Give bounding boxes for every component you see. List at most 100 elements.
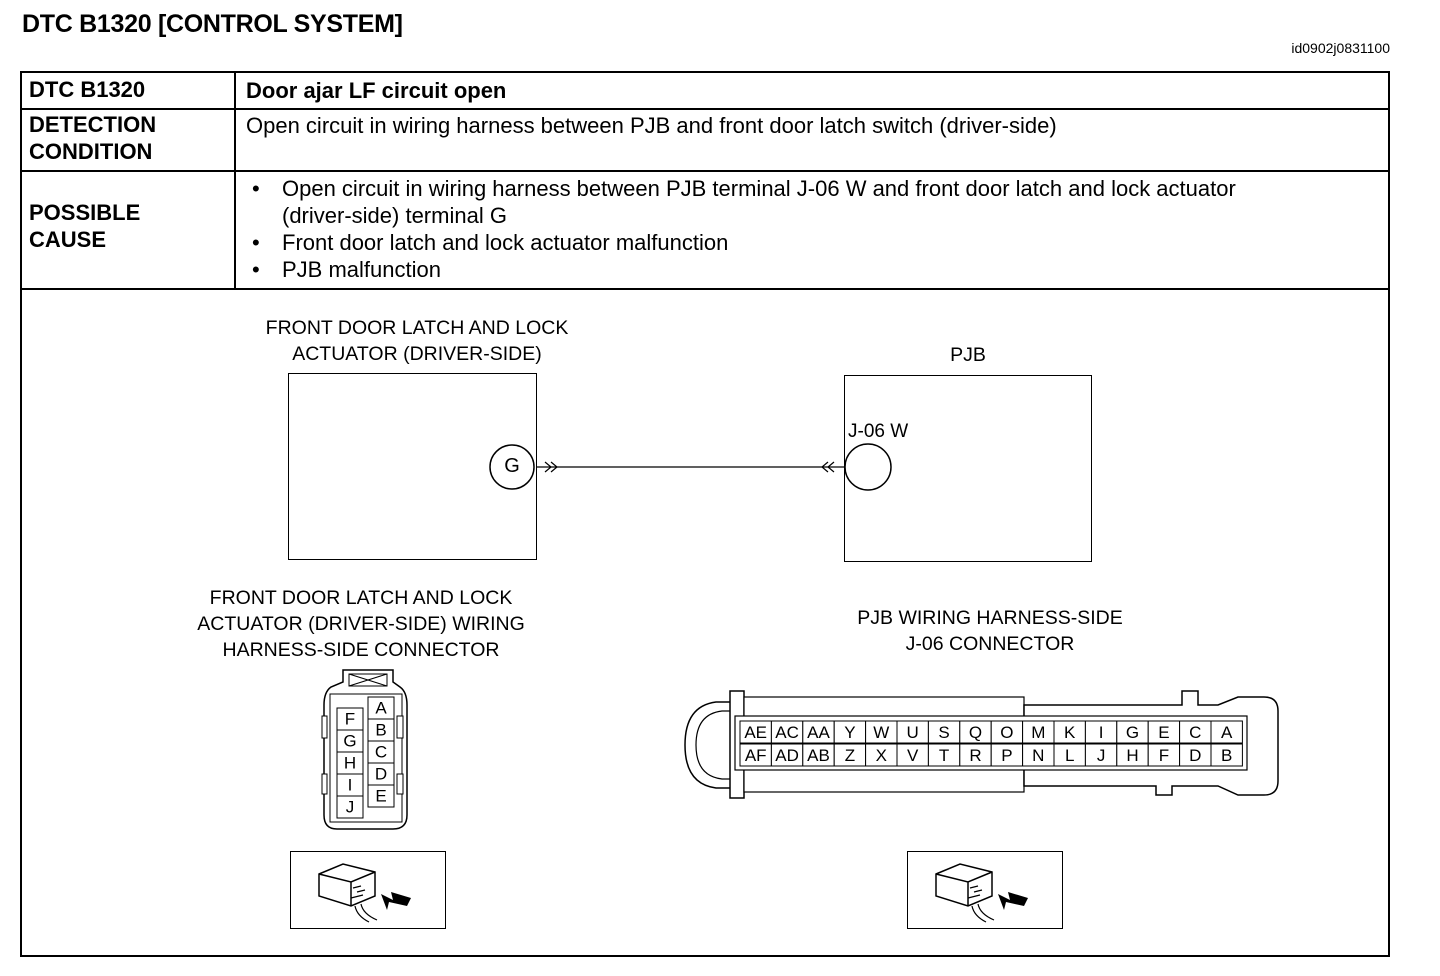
cause-label-line: CAUSE bbox=[29, 227, 107, 252]
actuator-pin-label: B bbox=[375, 720, 386, 739]
terminal-w-circle bbox=[844, 443, 892, 491]
pjb-pin-cell bbox=[1210, 743, 1243, 767]
pjb-pin-label: S bbox=[938, 723, 949, 742]
pjb-pin-cell bbox=[1210, 720, 1243, 744]
actuator-connector-label: FRONT DOOR LATCH AND LOCK ACTUATOR (DRIV… bbox=[160, 585, 562, 663]
actuator-connector-label-line: HARNESS-SIDE CONNECTOR bbox=[222, 639, 500, 661]
pjb-pin-label: O bbox=[1000, 723, 1013, 742]
pjb-pin-label: L bbox=[1065, 746, 1074, 765]
connector-view-icon bbox=[318, 863, 411, 923]
cause-text: Open circuit in wiring harness between P… bbox=[282, 176, 1236, 201]
pjb-connector-label-line: J-06 CONNECTOR bbox=[905, 633, 1075, 655]
cause-text: (driver-side) terminal G bbox=[282, 203, 507, 228]
actuator-pin-label: D bbox=[375, 764, 387, 783]
view-direction-box bbox=[907, 851, 1063, 929]
actuator-label-line: ACTUATOR (DRIVER-SIDE) bbox=[292, 343, 542, 365]
actuator-pin-label: F bbox=[345, 709, 355, 728]
document-id: id0902j0831100 bbox=[1291, 40, 1390, 56]
actuator-terminal-label: G bbox=[504, 455, 520, 477]
cause-label: POSSIBLE CAUSE bbox=[22, 172, 236, 288]
pjb-pin-label: F bbox=[1159, 746, 1169, 765]
actuator-box bbox=[288, 373, 537, 560]
detection-label-line: DETECTION bbox=[29, 112, 157, 137]
cause-text: PJB malfunction bbox=[282, 257, 441, 282]
actuator-pin-label: A bbox=[375, 698, 387, 717]
pjb-pin-label: Z bbox=[845, 746, 855, 765]
connector-chevron bbox=[821, 461, 835, 473]
connector-key bbox=[396, 715, 404, 739]
cause-row: POSSIBLE CAUSE Open circuit in wiring ha… bbox=[22, 172, 1388, 290]
actuator-pin-cell bbox=[367, 784, 395, 808]
pjb-pin-label: AE bbox=[744, 723, 767, 742]
pjb-pin-label: R bbox=[969, 746, 981, 765]
view-direction-box bbox=[290, 851, 446, 929]
pjb-pin-label: Y bbox=[844, 723, 855, 742]
pjb-pin-label: B bbox=[1221, 746, 1232, 765]
actuator-pin-label: I bbox=[348, 775, 353, 794]
pjb-pin-label: AC bbox=[775, 723, 799, 742]
dtc-description: Door ajar LF circuit open bbox=[246, 78, 507, 103]
detection-label: DETECTION CONDITION bbox=[22, 110, 236, 170]
actuator-pin-label: H bbox=[344, 753, 356, 772]
actuator-pin-label: C bbox=[375, 742, 387, 761]
pjb-pin-label: G bbox=[1126, 723, 1139, 742]
pjb-pin-label: AB bbox=[807, 746, 830, 765]
pjb-pin-label: P bbox=[1001, 746, 1012, 765]
pjb-pin-label: Q bbox=[969, 723, 982, 742]
pjb-pin-label: H bbox=[1126, 746, 1138, 765]
connector-view-icon bbox=[935, 863, 1028, 923]
pjb-pin-label: AF bbox=[745, 746, 767, 765]
pjb-pin-label: U bbox=[907, 723, 919, 742]
dtc-frame: DTC B1320 Door ajar LF circuit open DETE… bbox=[20, 71, 1390, 957]
detection-text: Open circuit in wiring harness between P… bbox=[246, 113, 1057, 138]
pjb-pin-label: AA bbox=[807, 723, 830, 742]
cause-list: Open circuit in wiring harness between P… bbox=[244, 175, 1236, 283]
cause-item: PJB malfunction bbox=[244, 256, 1236, 283]
terminal-g-circle bbox=[489, 444, 535, 490]
connector-latch-icon bbox=[348, 673, 388, 687]
pjb-terminal-label: J-06 W bbox=[848, 421, 909, 442]
pjb-pin-label: W bbox=[873, 723, 889, 742]
pjb-pin-label: I bbox=[1099, 723, 1104, 742]
actuator-pin-label: J bbox=[346, 797, 355, 816]
pjb-pin-label: A bbox=[1221, 723, 1233, 742]
pjb-pin-label: N bbox=[1032, 746, 1044, 765]
pjb-label: PJB bbox=[950, 344, 986, 366]
cause-text: Front door latch and lock actuator malfu… bbox=[282, 230, 729, 255]
connector-key bbox=[321, 773, 328, 795]
pjb-connector-label-line: PJB WIRING HARNESS-SIDE bbox=[857, 607, 1123, 629]
pjb-pin-label: M bbox=[1031, 723, 1045, 742]
pjb-pin-label: AD bbox=[775, 746, 799, 765]
actuator-label: FRONT DOOR LATCH AND LOCK ACTUATOR (DRIV… bbox=[217, 315, 617, 367]
cause-item: Front door latch and lock actuator malfu… bbox=[244, 229, 1236, 256]
pjb-connector-label: PJB WIRING HARNESS-SIDE J-06 CONNECTOR bbox=[790, 605, 1190, 657]
actuator-connector-label-line: FRONT DOOR LATCH AND LOCK bbox=[209, 587, 513, 609]
connector-key bbox=[396, 773, 404, 795]
actuator-label-line: FRONT DOOR LATCH AND LOCK bbox=[265, 317, 569, 339]
pjb-pin-label: J bbox=[1097, 746, 1106, 765]
cause-label-line: POSSIBLE bbox=[29, 200, 141, 225]
dtc-code-label: DTC B1320 bbox=[22, 73, 236, 108]
connector-key bbox=[321, 715, 328, 739]
actuator-pin-cell bbox=[336, 795, 364, 819]
actuator-connector-label-line: ACTUATOR (DRIVER-SIDE) WIRING bbox=[197, 613, 525, 635]
actuator-pin-label: E bbox=[375, 786, 386, 805]
page-title: DTC B1320 [CONTROL SYSTEM] bbox=[22, 10, 403, 38]
pjb-pin-label: E bbox=[1158, 723, 1169, 742]
pjb-pin-label: X bbox=[876, 746, 887, 765]
connector-inner bbox=[329, 693, 403, 823]
pjb-pin-label: V bbox=[907, 746, 919, 765]
connector-lever bbox=[684, 701, 746, 789]
detection-row: DETECTION CONDITION Open circuit in wiri… bbox=[22, 110, 1388, 172]
pjb-pin-label: C bbox=[1189, 723, 1201, 742]
dtc-row: DTC B1320 Door ajar LF circuit open bbox=[22, 73, 1388, 110]
detection-label-line: CONDITION bbox=[29, 139, 153, 164]
pjb-pin-label: D bbox=[1189, 746, 1201, 765]
actuator-pin-label: G bbox=[343, 731, 356, 750]
cause-item: Open circuit in wiring harness between P… bbox=[244, 175, 1236, 229]
